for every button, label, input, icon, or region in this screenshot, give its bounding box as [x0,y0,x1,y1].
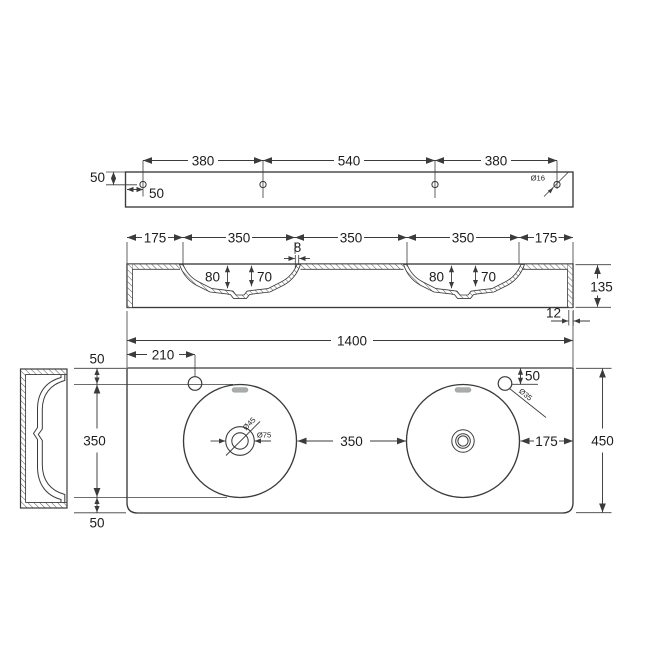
dim-basin1-depth-right: 70 [248,265,272,287]
drain-outer-circle [225,426,255,456]
dim-label: 380 [485,153,508,168]
dim-right-margin-plan: 175 [520,434,573,449]
dim-label: 350 [452,230,475,245]
mounting-hole [431,180,439,189]
dim-label: 350 [340,230,363,245]
dim-tap-edge-offset: 50 [512,368,540,385]
basin-bowl-section-right [402,263,526,299]
dim-label: Ø35 [517,387,534,403]
dim-label: 450 [591,433,614,448]
side-view [19,368,68,509]
dim-label: 70 [481,270,496,285]
dim-label: 80 [429,270,444,285]
dim-label: 350 [228,230,251,245]
dim-basin1-depth-left: 80 [205,265,231,289]
dim-label: 175 [144,230,167,245]
mounting-hole [259,180,267,189]
dim-label: 210 [152,347,175,362]
leader-line [543,171,569,197]
dim-label: 175 [535,230,558,245]
dim-right-margin-front: 175 [519,230,573,245]
dim-hole-diameter: Ø16 [531,171,569,197]
drain-diameter-line [225,421,261,456]
dim-wall-thickness: 12 [546,306,590,326]
dim-label: 70 [257,270,272,285]
tap-hole-left [187,376,203,391]
dim-total-depth: 450 [576,367,614,514]
drain-right [451,429,475,453]
plan-outline [126,367,574,514]
plan-view: 210 50 Ø35 Ø45 Ø75 [74,347,614,531]
dim-label: 135 [590,280,613,295]
dim-label: 50 [525,368,540,383]
drain-ring-circle [455,433,471,449]
right-wall-hatch [567,264,573,308]
tap-hole-right [497,376,513,391]
dim-label: Ø75 [257,431,271,440]
dim-label: 12 [546,306,561,321]
dim-hole-spacing-middle: 540 [263,153,435,168]
drain-left: Ø45 Ø75 [210,415,271,456]
drain-outer-circle [451,429,475,453]
dim-label: 380 [192,153,215,168]
dim-label: Ø45 [241,415,258,432]
dim-hole-top-offset: 50 [90,170,137,186]
basin-circle-right [405,383,521,499]
drain-inner-circle [457,435,469,447]
dim-height: 135 [575,264,613,308]
overflow-slot-left [231,387,249,393]
dim-hole-spacing-left: 380 [143,153,263,168]
dim-total-width: 1400 [126,311,574,367]
left-wall-hatch [127,264,133,308]
dim-label: 350 [340,434,363,449]
deck-hatch [300,264,404,270]
left-dimension-chain: 50 350 50 [74,352,233,531]
side-view-outline [19,368,68,509]
leader-line [509,388,547,418]
dim-basin1-width: 350 [183,230,295,245]
dim-basin2-depth-right: 70 [472,265,496,287]
dim-label: 50 [89,352,104,367]
dim-label: 540 [338,153,361,168]
dim-tap-offset: 210 [127,347,196,377]
front-view: 175 350 350 350 175 [126,230,613,326]
dim-between-basins-plan: 350 [297,434,406,449]
dim-label: 8 [294,240,302,255]
dim-basin2-depth-left: 80 [429,265,455,289]
dim-hole-left-offset: 50 [127,186,164,201]
dim-label: 50 [89,516,104,531]
leader-arrow [547,187,554,194]
basin-profile-outer [32,374,62,503]
dim-basin2-width: 350 [407,230,519,245]
dim-label: 350 [83,433,106,448]
dim-left-margin: 175 [127,230,183,245]
dim-tap-hole-diameter: Ø35 [509,387,547,418]
back-panel-outline [124,171,574,208]
dim-hole-spacing-right: 380 [435,153,557,168]
dim-label: 50 [90,170,105,185]
dim-label: 1400 [337,333,367,348]
deck-hatch [522,264,568,270]
front-section-outline [126,263,574,309]
dim-label: 50 [149,186,164,201]
basin-bowl-section-left [178,263,302,299]
dim-label: 80 [205,270,220,285]
overflow-slot-right [454,387,472,393]
dim-between-basins-front: 350 [295,230,407,245]
basin-profile-inner [37,374,66,503]
top-view: 380 540 380 50 50 Ø16 [90,153,574,208]
dim-label: Ø16 [531,174,545,183]
dim-label: 175 [535,434,558,449]
drain-inner-circle [231,432,249,450]
basin-circle-left [182,383,298,499]
side-wall-hatch [20,368,68,509]
deck-hatch [132,264,180,270]
mounting-hole [553,180,561,189]
